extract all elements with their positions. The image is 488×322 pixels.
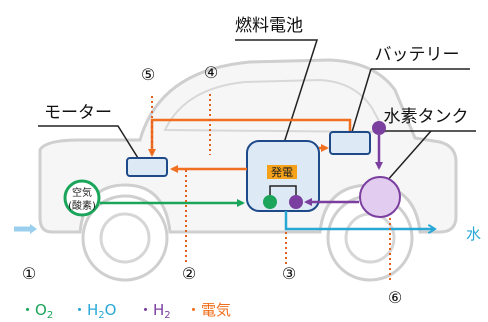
legend-bullet-2: ・: [72, 301, 87, 319]
oxygen-dot: [263, 195, 277, 209]
legend-h2o: ・H2O: [72, 301, 116, 321]
legend-bullet-4: ・: [186, 301, 201, 319]
battery-box: [329, 131, 371, 155]
legend: ・O2 ・H2O ・H2 ・電気: [20, 301, 231, 321]
legend-h2o-o: O: [105, 301, 117, 319]
legend-h2-subscript: 2: [164, 310, 170, 321]
hydrogen-refuel-port: [372, 121, 386, 135]
car-window: [163, 78, 387, 134]
air-intake-arrowhead: [30, 224, 37, 234]
hydrogen-tank: [359, 176, 401, 218]
legend-o2: ・O2: [20, 301, 53, 321]
generation-badge: [267, 165, 297, 179]
number-3: ③: [282, 264, 296, 283]
front-wheel: [81, 194, 169, 282]
legend-o2-symbol: O: [35, 301, 47, 319]
generation-connector: [269, 185, 297, 196]
water-flow: [284, 211, 434, 229]
hydrogen-dot: [289, 195, 303, 209]
generation-label: 発電: [271, 165, 293, 179]
motor-label: モーター: [44, 103, 112, 123]
hydrogen-flow: [304, 135, 383, 206]
legend-electricity: ・電気: [186, 301, 231, 319]
legend-h2: ・H2: [138, 301, 171, 321]
callout-lines: [38, 39, 476, 183]
legend-h2o-h: H: [87, 301, 98, 319]
number-6: ⑥: [388, 288, 402, 307]
hydrogen-tank-label: 水素タンク: [384, 107, 469, 127]
legend-bullet-3: ・: [138, 301, 153, 319]
air-oxygen-badge: [63, 179, 101, 217]
motor-box: [126, 157, 168, 177]
water-label: 水: [466, 225, 481, 243]
car-body: [38, 58, 458, 234]
legend-bullet-1: ・: [20, 301, 35, 319]
legend-o2-subscript: 2: [47, 310, 53, 321]
legend-h2-symbol: H: [153, 301, 164, 319]
dotted-markers: [151, 94, 391, 282]
legend-h2o-subscript: 2: [98, 310, 104, 321]
number-5: ⑤: [141, 65, 155, 84]
fuel-cell-label: 燃料電池: [235, 16, 303, 36]
number-2: ②: [182, 264, 196, 283]
oxygen-label: (酸素): [68, 199, 96, 212]
legend-electricity-label: 電気: [201, 301, 231, 319]
number-1: ①: [22, 264, 36, 283]
air-label: 空気: [72, 186, 92, 199]
number-4: ④: [204, 63, 218, 82]
battery-label: バッテリー: [375, 45, 460, 65]
